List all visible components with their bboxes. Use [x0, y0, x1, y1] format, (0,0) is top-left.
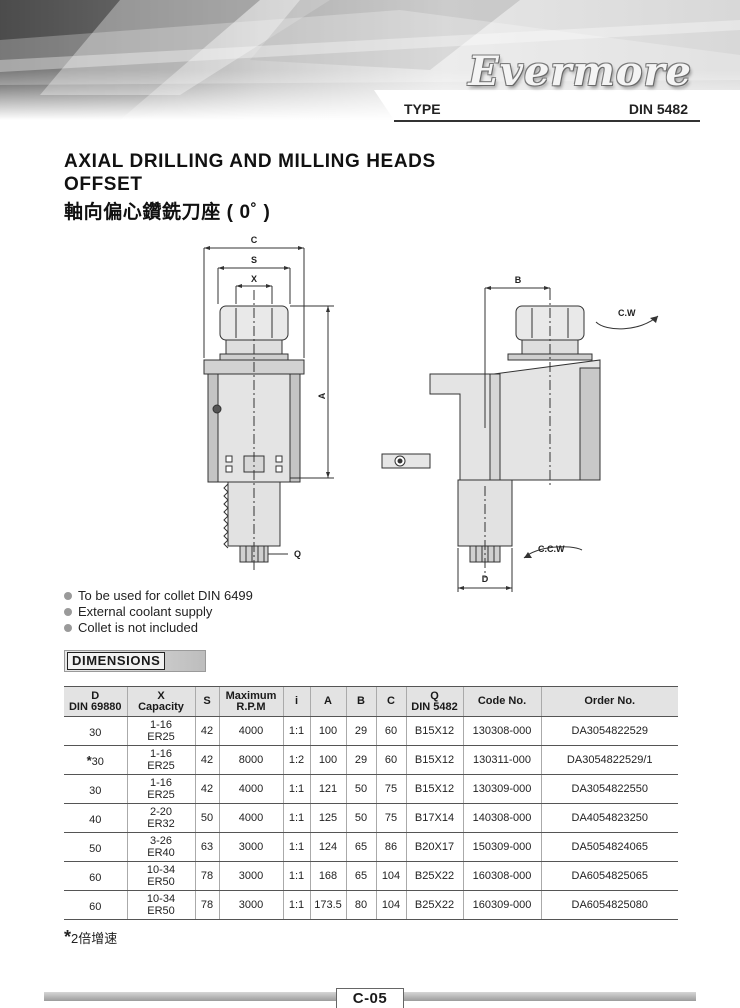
page-number: C-05: [336, 988, 404, 1008]
rotation-ccw-label: C.C.W: [538, 544, 565, 554]
bullet-icon: [64, 592, 72, 600]
feature-text: External coolant supply: [78, 604, 213, 619]
col-header-i: i: [282, 686, 310, 717]
bullet-icon: [64, 608, 72, 616]
footnote: *2倍增速: [64, 927, 117, 948]
brand-logo: Evermore: [468, 48, 692, 95]
header-divider: [394, 120, 700, 122]
feature-item: To be used for collet DIN 6499: [64, 588, 253, 604]
dim-label-a: A: [317, 392, 327, 399]
col-header-c: C: [375, 686, 406, 717]
footnote-star: *: [64, 927, 72, 947]
dim-label-x: X: [251, 274, 257, 284]
dim-label-s: S: [251, 255, 257, 265]
page-title: AXIAL DRILLING AND MILLING HEADS: [64, 151, 436, 172]
dim-label-c: C: [251, 235, 258, 245]
head-body-side: [429, 359, 601, 481]
page-title-chinese: 軸向偏心鑽銑刀座 ( 0˚ ): [64, 202, 271, 223]
dim-label-q: Q: [294, 549, 301, 559]
header-banner: Evermore: [0, 0, 740, 120]
col-header-s: S: [194, 686, 219, 717]
technical-drawing: C S X A Q: [203, 235, 659, 592]
col-header-code: Code No.: [462, 686, 541, 717]
col-header-a: A: [309, 686, 346, 717]
feature-text: To be used for collet DIN 6499: [78, 588, 253, 603]
bullet-icon: [64, 624, 72, 632]
coolant-port: [212, 404, 222, 414]
feature-item: Collet is not included: [64, 620, 253, 636]
col-header-b: B: [345, 686, 376, 717]
feature-item: External coolant supply: [64, 604, 253, 620]
dimensions-heading: DIMENSIONS: [64, 650, 206, 672]
banner-graphic: [0, 0, 740, 120]
type-label: TYPE: [404, 101, 441, 117]
feature-list: To be used for collet DIN 6499 External …: [64, 588, 253, 636]
dim-label-b: B: [515, 275, 522, 285]
col-header-order: Order No.: [540, 686, 678, 717]
feature-text: Collet is not included: [78, 620, 198, 635]
page-subtitle: OFFSET: [64, 174, 143, 195]
dimensions-heading-label: DIMENSIONS: [67, 652, 166, 670]
standard-label: DIN 5482: [628, 101, 688, 117]
dim-label-d: D: [482, 574, 489, 584]
rotation-cw-label: C.W: [618, 308, 636, 318]
footnote-text: 2倍增速: [71, 931, 118, 946]
